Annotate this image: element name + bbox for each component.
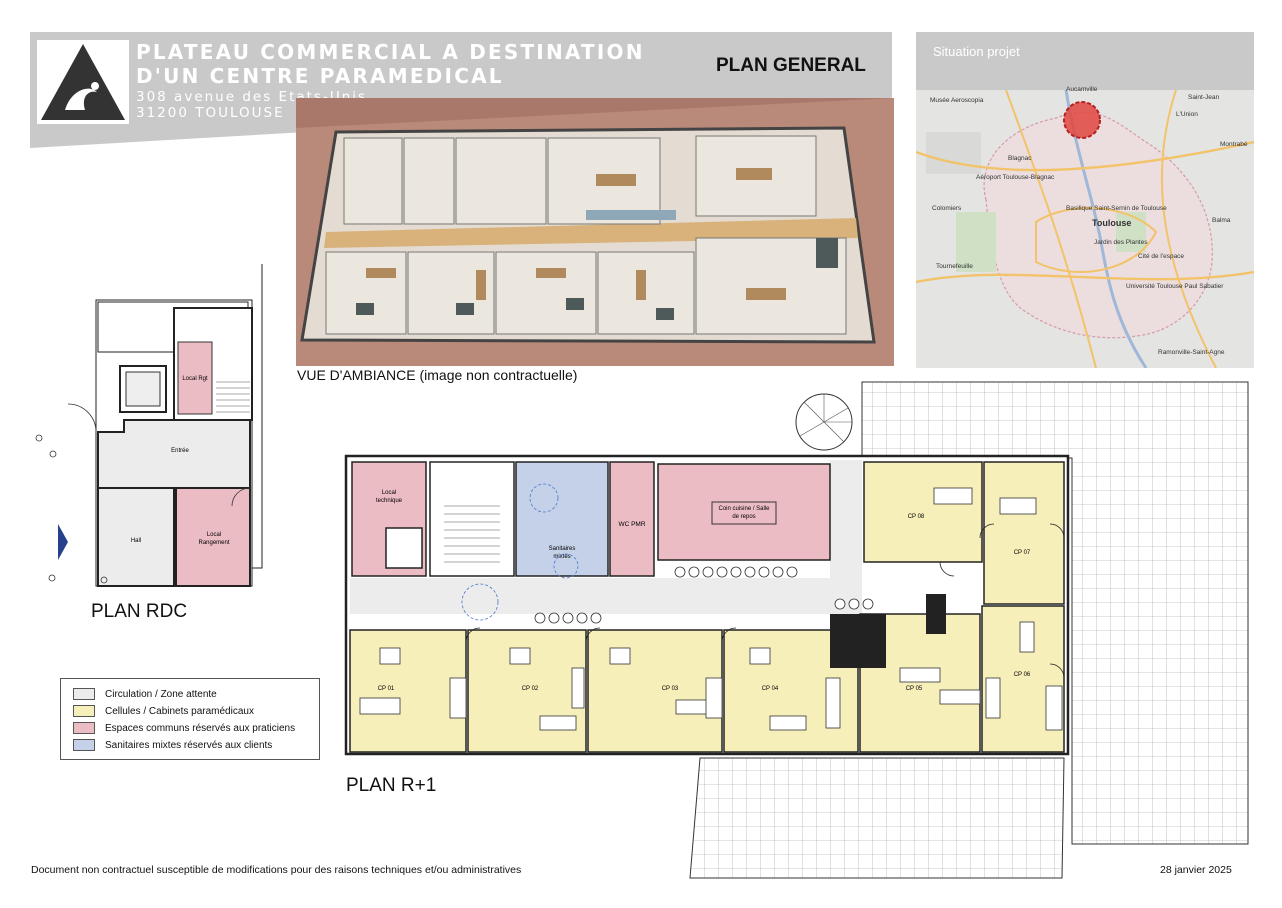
svg-text:Aucamville: Aucamville <box>1066 86 1098 93</box>
room-cp01: CP 01 <box>378 686 395 692</box>
entrance-arrow-icon <box>58 524 68 560</box>
svg-text:Université Toulouse Paul Sabat: Université Toulouse Paul Sabatier <box>1126 283 1224 290</box>
room-coin-cuisine: Coin cuisine / Salle <box>718 506 770 512</box>
legend-swatch <box>73 688 95 700</box>
room-local-rangement: Local <box>207 532 221 538</box>
map-label: Musée Aeroscopia <box>930 97 984 104</box>
svg-text:Montrabé: Montrabé <box>1220 141 1248 148</box>
footer-disclaimer: Document non contractuel susceptible de … <box>31 864 522 876</box>
room-cp05: CP 05 <box>906 686 923 692</box>
svg-text:Balma: Balma <box>1212 217 1231 224</box>
svg-text:Rangement: Rangement <box>198 540 229 546</box>
legend-item: Cellules / Cabinets paramédicaux <box>73 704 254 718</box>
logo-mark-icon <box>41 44 125 120</box>
situation-label: Situation projet <box>933 44 1020 59</box>
svg-text:Aéroport Toulouse-Blagnac: Aéroport Toulouse-Blagnac <box>976 174 1055 181</box>
svg-text:Jardin des Plantes: Jardin des Plantes <box>1094 239 1148 246</box>
svg-text:Toulouse: Toulouse <box>1092 218 1131 228</box>
room-local-rgt: Local Rgt <box>182 376 208 382</box>
company-logo <box>37 40 129 124</box>
legend-swatch <box>73 739 95 751</box>
legend-swatch <box>73 705 95 717</box>
document-date: 28 janvier 2025 <box>1160 864 1232 876</box>
svg-text:Tournefeuille: Tournefeuille <box>936 263 973 270</box>
svg-text:Blagnac: Blagnac <box>1008 155 1032 162</box>
room-entree: Entrée <box>171 448 189 454</box>
render-caption: VUE D'AMBIANCE (image non contractuelle) <box>297 367 578 383</box>
room-local-technique: Local <box>382 490 396 496</box>
plan-rdc-drawing: Local Rgt Entrée Hall Local Rangement <box>30 262 270 592</box>
svg-text:Basilique Saint-Sernin de Toul: Basilique Saint-Sernin de Toulouse <box>1066 205 1167 212</box>
legend-item: Circulation / Zone attente <box>73 687 217 701</box>
legend-swatch <box>73 722 95 734</box>
plan-legend: Circulation / Zone attente Cellules / Ca… <box>60 678 320 760</box>
svg-text:technique: technique <box>376 498 403 504</box>
svg-text:Ramonville-Saint-Agne: Ramonville-Saint-Agne <box>1158 349 1225 356</box>
svg-text:mixtes: mixtes <box>553 554 570 560</box>
situation-map: Musée Aeroscopia Blagnac Aéroport Toulou… <box>915 32 1255 369</box>
plan-rdc-title: PLAN RDC <box>91 601 188 622</box>
legend-item: Espaces communs réservés aux praticiens <box>73 721 295 735</box>
room-cp04: CP 04 <box>762 686 779 692</box>
svg-text:de repos: de repos <box>732 514 755 520</box>
svg-text:Saint-Jean: Saint-Jean <box>1188 94 1219 101</box>
room-cp03: CP 03 <box>662 686 679 692</box>
plan-general-title: PLAN GENERAL <box>716 55 866 76</box>
room-cp06: CP 06 <box>1014 672 1031 678</box>
room-wc-pmr: WC PMR <box>618 521 645 528</box>
svg-text:Colomiers: Colomiers <box>932 205 962 212</box>
project-location-marker <box>1063 101 1101 139</box>
legend-item: Sanitaires mixtes réservés aux clients <box>73 738 272 752</box>
plan-r1-title: PLAN R+1 <box>346 775 437 796</box>
room-hall: Hall <box>131 538 141 544</box>
plan-r1-drawing: Local technique Sanitaires mixtes WC PMR… <box>340 378 1252 880</box>
room-cp07: CP 07 <box>1014 550 1031 556</box>
room-cp02: CP 02 <box>522 686 539 692</box>
svg-text:L'Union: L'Union <box>1176 111 1198 118</box>
room-sanitaires-mixtes: Sanitaires <box>549 546 576 552</box>
room-cp08: CP 08 <box>908 514 925 520</box>
svg-text:Cité de l'espace: Cité de l'espace <box>1138 253 1184 260</box>
ambiance-render <box>296 98 894 366</box>
